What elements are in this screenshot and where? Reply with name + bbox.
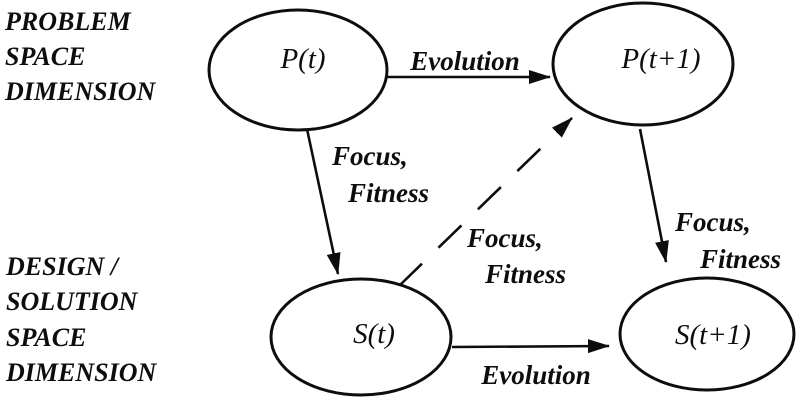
problem-space-dimension-label: PROBLEM SPACE DIMENSION [4, 7, 156, 106]
edge-solution-evolution-arrow [451, 339, 610, 354]
label-focus-fitness-t1: Focus, Fitness [674, 207, 781, 274]
label-focus-fitness-cross-line-2: Fitness [484, 259, 566, 289]
node-problem-t1: P(t+1) [551, 1, 735, 127]
label-focus-fitness-cross: Focus, Fitness [466, 223, 566, 289]
node-problem-t-label: P(t) [279, 43, 325, 75]
edge-focus-fitness-t1-arrow [638, 128, 669, 263]
node-problem-t1-ellipse [551, 1, 735, 127]
solution-space-line-1: DESIGN / [5, 252, 121, 281]
label-focus-fitness-t: Focus, Fitness [331, 141, 429, 208]
label-problem-evolution: Evolution [409, 46, 520, 76]
solution-space-line-2: SOLUTION [6, 287, 139, 316]
edge-focus-fitness-t-arrow [305, 128, 341, 275]
node-problem-t: P(t) [207, 8, 389, 132]
solution-space-line-4: DIMENSION [5, 358, 157, 387]
node-solution-t1: S(t+1) [618, 276, 796, 392]
label-focus-fitness-t1-line-2: Fitness [699, 244, 781, 274]
label-focus-fitness-cross-line-1: Focus, [466, 223, 543, 253]
solution-space-dimension-label: DESIGN / SOLUTION SPACE DIMENSION [5, 252, 157, 387]
label-solution-evolution: Evolution [480, 360, 591, 390]
label-focus-fitness-t-line-1: Focus, [331, 141, 408, 171]
node-problem-t-ellipse [207, 8, 389, 132]
problem-space-line-1: PROBLEM [4, 7, 132, 36]
edge-focus-fitness-cross-dashed-arrow [398, 117, 573, 287]
node-solution-t: S(t) [269, 277, 453, 397]
problem-space-line-3: DIMENSION [4, 77, 156, 106]
node-problem-t1-label: P(t+1) [620, 43, 700, 75]
problem-space-line-2: SPACE [5, 42, 85, 71]
solution-space-line-3: SPACE [6, 323, 86, 352]
node-solution-t-ellipse [269, 277, 453, 397]
node-solution-t1-ellipse [618, 276, 796, 392]
node-solution-t1-label: S(t+1) [675, 319, 751, 351]
label-focus-fitness-t1-line-1: Focus, [674, 207, 751, 237]
node-solution-t-label: S(t) [353, 318, 395, 350]
label-focus-fitness-t-line-2: Fitness [347, 178, 429, 208]
